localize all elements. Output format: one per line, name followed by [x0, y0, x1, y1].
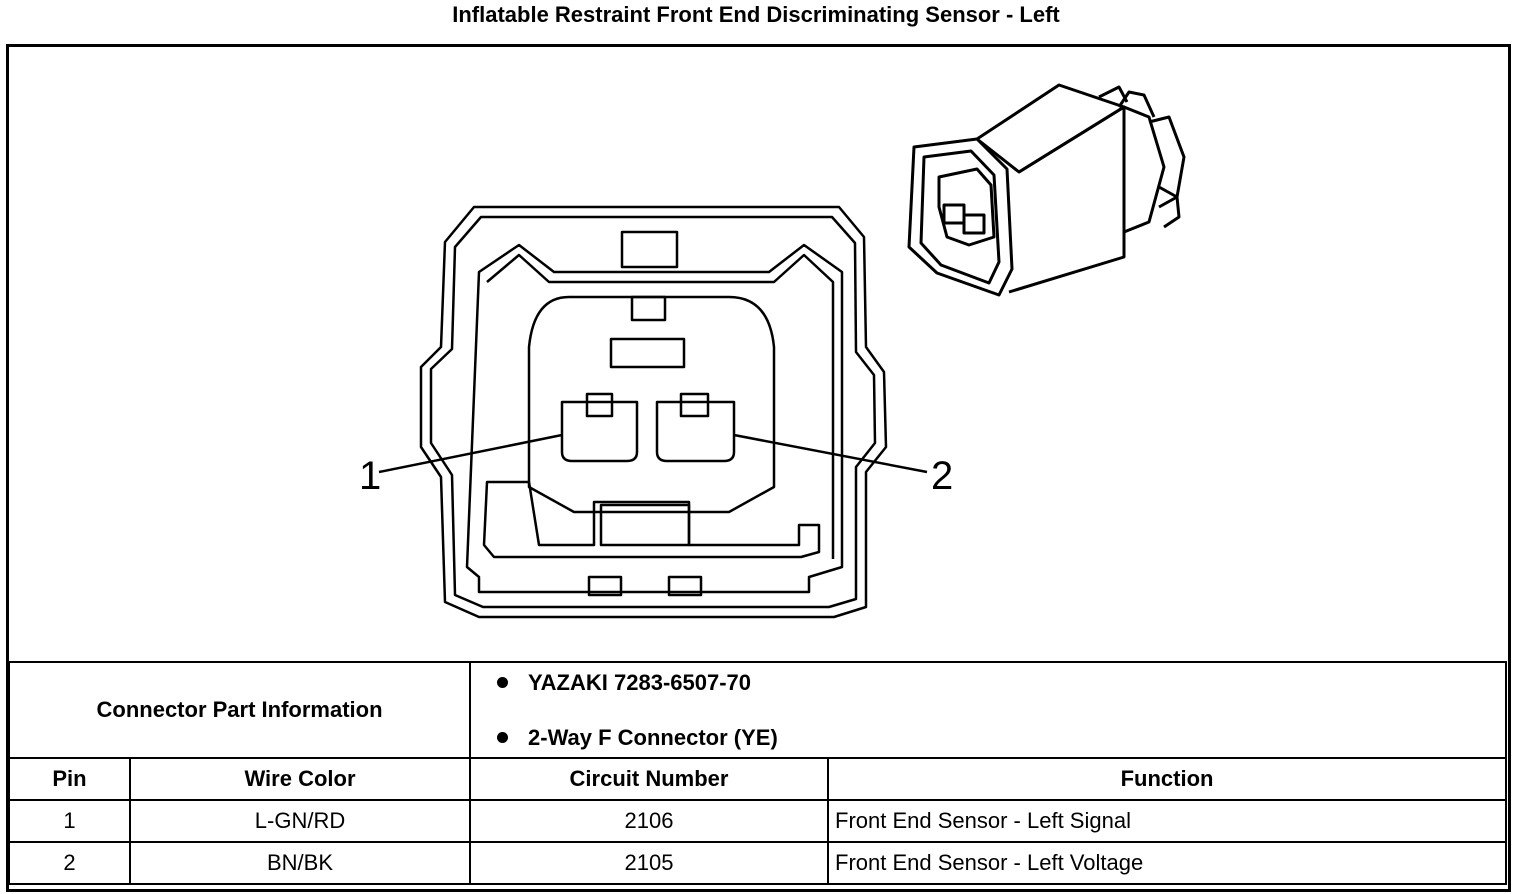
- bottom-tab-right: [667, 575, 703, 597]
- pin-1-leader-line: [378, 433, 563, 474]
- wire-color-cell: L-GN/RD: [128, 799, 472, 843]
- connector-description: 2-Way F Connector (YE): [528, 724, 778, 750]
- bullet-icon: [497, 732, 509, 743]
- inner-frame-line: [486, 253, 835, 559]
- pin-2-callout: 2: [931, 454, 953, 498]
- connector-isometric-view: [907, 83, 1186, 297]
- terminal-1: [560, 400, 639, 463]
- key-tab: [630, 295, 667, 322]
- circuit-number-cell: 2105: [469, 841, 830, 885]
- diagram-frame: [6, 44, 1511, 892]
- table-row: 1 L-GN/RD 2106 Front End Sensor - Left S…: [8, 799, 1508, 843]
- iso-terminal-a: [942, 203, 966, 225]
- top-latch: [620, 230, 679, 269]
- part-info-item: 2-Way F Connector (YE): [491, 724, 1505, 751]
- iso-rear-ribs: [1098, 85, 1181, 229]
- iso-rear-step: [1123, 105, 1166, 234]
- iso-front-face-inner: [919, 149, 1001, 285]
- iso-side-face: [1008, 105, 1126, 294]
- function-cell: Front End Sensor - Left Voltage: [827, 841, 1508, 885]
- connector-housing-inner-outline: [429, 215, 877, 609]
- pin-cell: 1: [8, 799, 131, 843]
- connector-info-table: Connector Part Information YAZAKI 7283-6…: [7, 661, 1508, 885]
- terminal-1-lock: [585, 392, 614, 418]
- connector-part-info-list: YAZAKI 7283-6507-70 2-Way F Connector (Y…: [469, 661, 1508, 759]
- header-wire-color: Wire Color: [128, 757, 472, 801]
- connector-diagram: 1 2: [359, 83, 1186, 619]
- header-function: Function: [827, 757, 1508, 801]
- function-cell: Front End Sensor - Left Signal: [827, 799, 1508, 843]
- inner-frame: [465, 243, 844, 594]
- iso-terminal-b: [962, 213, 986, 235]
- pin-2-leader-line: [733, 433, 928, 474]
- wire-color-cell: BN/BK: [128, 841, 472, 885]
- terminal-2: [655, 400, 736, 463]
- part-number: YAZAKI 7283-6507-70: [528, 669, 752, 695]
- circuit-number-cell: 2106: [469, 799, 830, 843]
- connector-part-info-row: Connector Part Information YAZAKI 7283-6…: [7, 661, 1508, 759]
- table-row: 2 BN/BK 2105 Front End Sensor - Left Vol…: [8, 841, 1508, 885]
- iso-rear-latch: [1148, 115, 1186, 209]
- pin-cell: 2: [8, 841, 131, 885]
- header-pin: Pin: [8, 757, 131, 801]
- part-info-item: YAZAKI 7283-6507-70: [491, 669, 1505, 696]
- bottom-tab-left: [587, 575, 623, 597]
- pin-1-callout: 1: [359, 454, 381, 498]
- iso-front-recess: [937, 167, 996, 247]
- terminal-cavity: [527, 295, 776, 514]
- bullet-icon: [497, 677, 509, 688]
- connector-part-info-label: Connector Part Information: [7, 661, 472, 759]
- polarization-bar: [609, 337, 686, 369]
- page-title: Inflatable Restraint Front End Discrimin…: [452, 2, 1060, 27]
- pin-table-header-row: Pin Wire Color Circuit Number Function: [8, 757, 1508, 801]
- connector-outer-housing: [419, 205, 888, 619]
- bottom-lock-area: [482, 480, 821, 559]
- lock-slot: [599, 503, 691, 547]
- header-circuit-number: Circuit Number: [469, 757, 830, 801]
- terminal-2-lock: [679, 392, 710, 418]
- iso-rear-tab: [1117, 90, 1156, 118]
